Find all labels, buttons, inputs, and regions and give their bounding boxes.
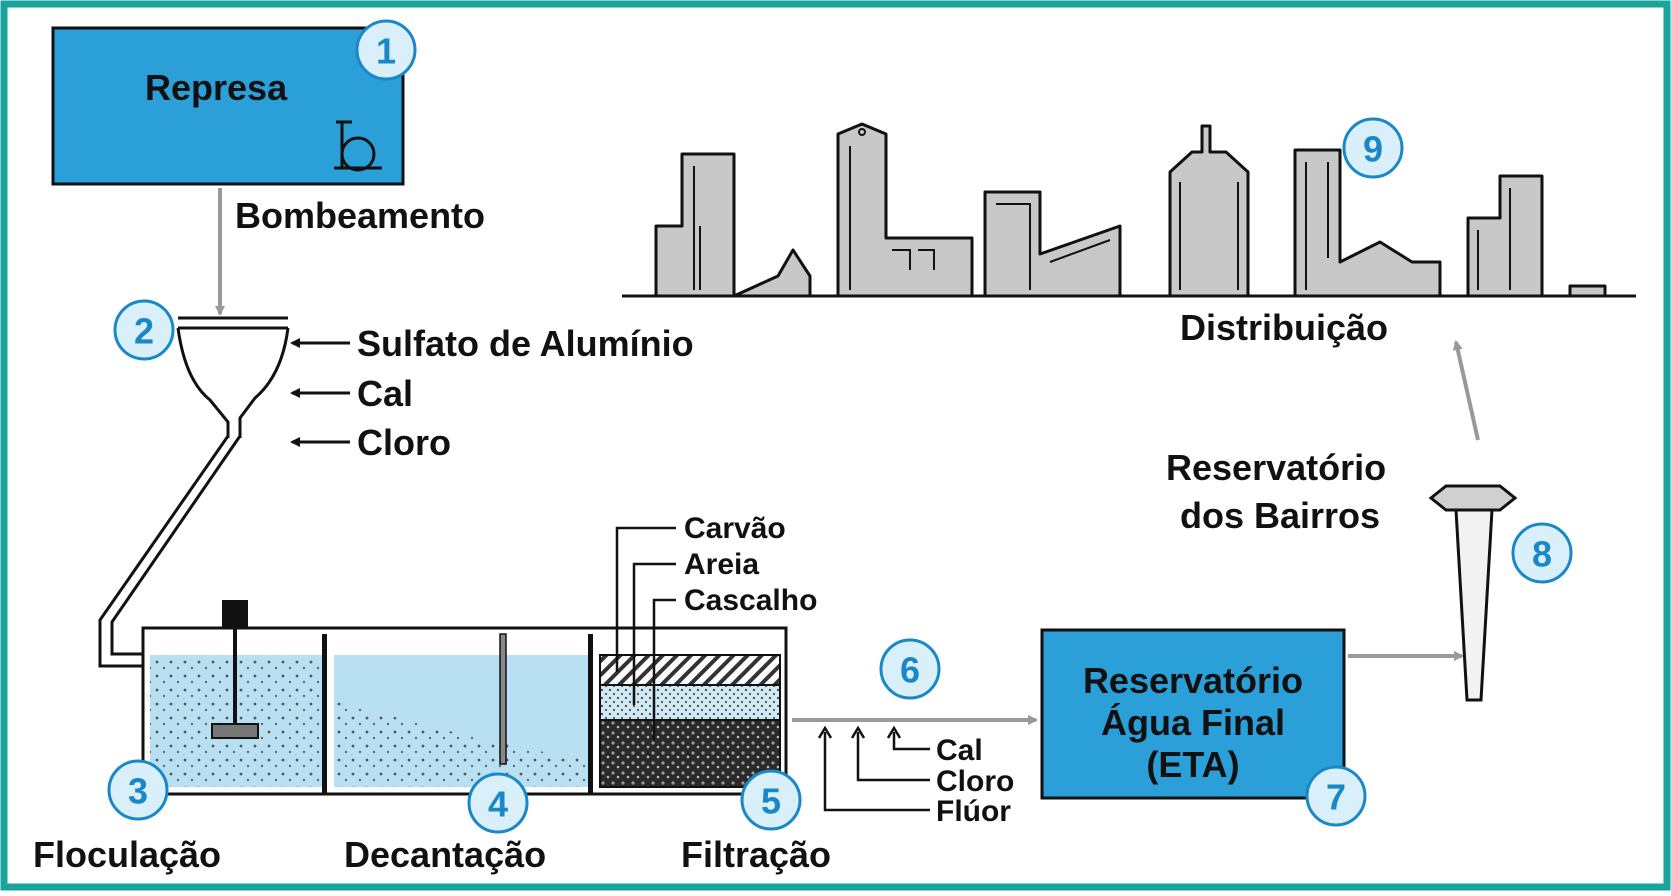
svg-text:2: 2 xyxy=(134,311,154,352)
svg-text:4: 4 xyxy=(488,784,508,825)
treatment-tank xyxy=(141,600,788,796)
svg-text:8: 8 xyxy=(1532,534,1552,575)
pump-icon xyxy=(334,120,382,172)
flow-arrow-to-city xyxy=(1452,340,1480,441)
cascalho-label: Cascalho xyxy=(684,584,817,617)
dosing-leaders xyxy=(817,725,930,812)
badge-6: 6 xyxy=(879,638,941,700)
areia-label: Areia xyxy=(684,548,759,581)
filter-carbon-layer xyxy=(599,654,781,686)
sulfato-label: Sulfato de Alumínio xyxy=(357,323,694,364)
bombeamento-label: Bombeamento xyxy=(235,195,485,236)
eta-line2: Água Final xyxy=(1101,702,1285,743)
filter-sand-layer xyxy=(599,684,781,721)
city-skyline xyxy=(622,122,1636,298)
badge-5: 5 xyxy=(740,769,802,831)
badge-2: 2 xyxy=(113,299,175,361)
eta-line3: (ETA) xyxy=(1146,744,1239,785)
water-tower-icon xyxy=(1428,484,1518,702)
mixer-icon xyxy=(211,600,259,739)
badge-9: 9 xyxy=(1342,117,1404,179)
distribuicao-label: Distribuição xyxy=(1180,307,1388,348)
svg-text:9: 9 xyxy=(1363,129,1383,170)
cloro-final-label: Cloro xyxy=(936,765,1014,798)
represa-box: Represa xyxy=(51,26,405,186)
bairros-line1: Reservatório xyxy=(1166,447,1386,488)
filter-layer-leaders xyxy=(615,526,676,740)
filtracao-label: Filtração xyxy=(681,834,831,875)
coagulation-funnel xyxy=(98,316,290,668)
svg-text:7: 7 xyxy=(1326,777,1346,818)
svg-text:3: 3 xyxy=(128,771,148,812)
badge-1: 1 xyxy=(355,19,417,81)
svg-text:6: 6 xyxy=(900,650,920,691)
represa-label: Represa xyxy=(145,67,288,108)
badge-4: 4 xyxy=(467,772,529,834)
badge-7: 7 xyxy=(1305,765,1367,827)
svg-text:1: 1 xyxy=(376,31,396,72)
cloro-label: Cloro xyxy=(357,422,451,463)
badge-8: 8 xyxy=(1511,522,1573,584)
bairros-line2: dos Bairros xyxy=(1180,495,1380,536)
svg-text:5: 5 xyxy=(761,781,781,822)
floculacao-label: Floculação xyxy=(33,834,221,875)
badge-3: 3 xyxy=(107,759,169,821)
cal-final-label: Cal xyxy=(936,734,983,767)
eta-reservoir-box: Reservatório Água Final (ETA) xyxy=(1040,628,1346,800)
carvao-label: Carvão xyxy=(684,512,786,545)
decantacao-label: Decantação xyxy=(344,834,546,875)
decanter-baffle xyxy=(499,633,507,765)
fluor-label: Flúor xyxy=(936,795,1011,828)
filter-gravel-layer xyxy=(599,719,781,788)
eta-line1: Reservatório xyxy=(1083,660,1303,701)
cal-label: Cal xyxy=(357,373,413,414)
